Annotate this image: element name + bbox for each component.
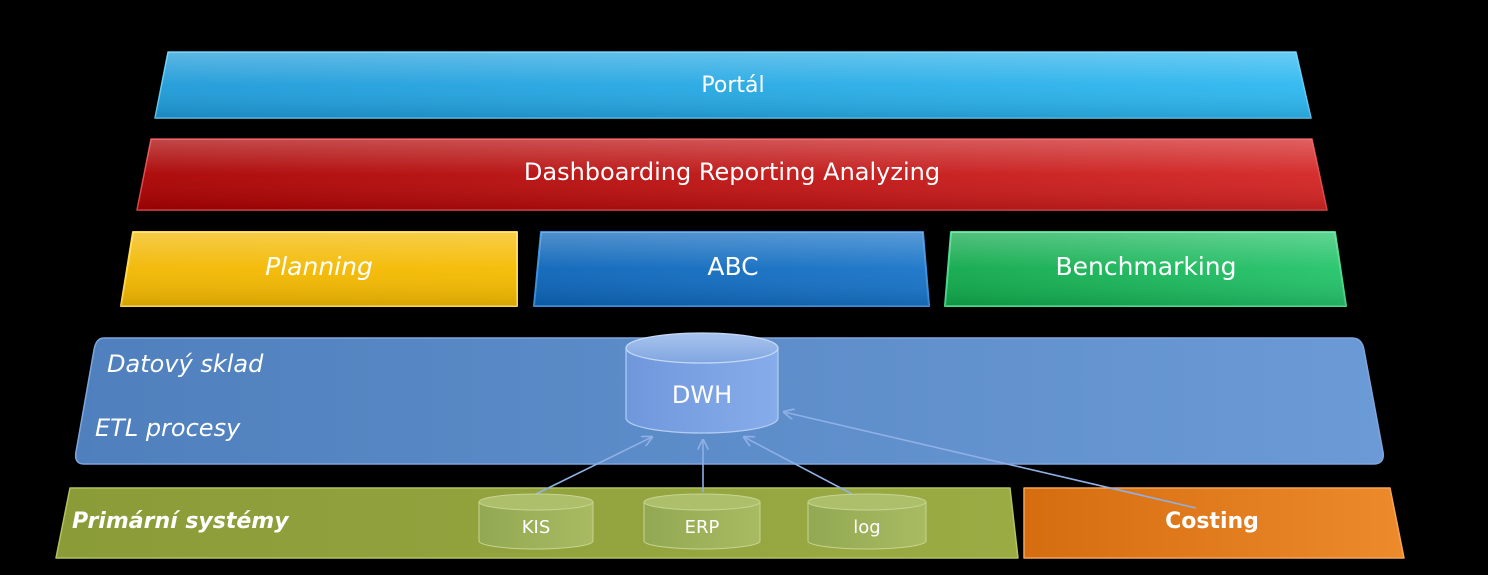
portal-band: Portál [154, 51, 1312, 119]
dashboarding-label: Dashboarding Reporting Analyzing [524, 158, 940, 186]
kis-label: KIS [522, 517, 551, 538]
dashboarding-band: Dashboarding Reporting Analyzing [136, 138, 1328, 211]
arrow-log-to-dwh [744, 437, 853, 495]
erp-database-icon: ERP [643, 493, 761, 550]
flow-arrows [535, 412, 1197, 509]
primary-systems-label: Primární systémy [72, 509, 290, 534]
dwh-label: DWH [672, 381, 732, 409]
arrow-costing-to-dwh [784, 412, 1197, 509]
costing-box: Costing [1023, 487, 1405, 559]
abc-label: ABC [707, 252, 758, 281]
log-database-icon: log [807, 493, 927, 550]
data-warehouse-label: Datový sklad [107, 350, 264, 378]
kis-database-icon: KIS [478, 493, 594, 550]
log-label: log [853, 517, 880, 538]
planning-label: Planning [265, 252, 373, 281]
benchmarking-box: Benchmarking [944, 231, 1347, 307]
planning-box: Planning [120, 231, 518, 307]
benchmarking-label: Benchmarking [1055, 252, 1236, 281]
etl-label: ETL procesy [95, 414, 241, 442]
arrow-kis-to-dwh [535, 437, 652, 495]
abc-box: ABC [533, 231, 930, 307]
costing-label: Costing [1165, 509, 1259, 534]
portal-label: Portál [701, 73, 764, 98]
erp-label: ERP [685, 517, 720, 538]
dwh-database-icon: DWH [625, 332, 779, 434]
